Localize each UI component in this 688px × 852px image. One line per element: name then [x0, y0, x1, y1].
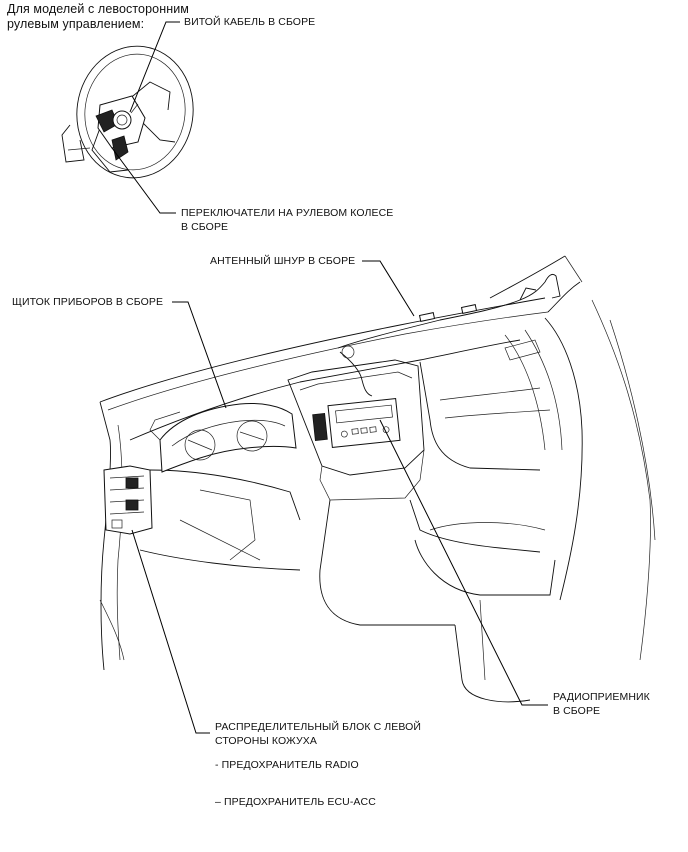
radio-receiver-leader: [379, 419, 548, 706]
label-fuse-ecu-acc: – ПРЕДОХРАНИТЕЛЬ ECU-ACC: [215, 796, 376, 808]
label-radio-receiver-line2: В СБОРЕ: [553, 705, 601, 717]
label-steering-switch-line2: В СБОРЕ: [181, 221, 229, 233]
steering-wheel-illustration: [61, 45, 194, 179]
label-junction-block-line1: РАСПРЕДЕЛИТЕЛЬНЫЙ БЛОК С ЛЕВОЙ: [215, 721, 422, 733]
note-line-1: Для моделей с левосторонним: [7, 2, 189, 16]
spiral-cable-leader: [129, 21, 180, 113]
steering-switch-leader: [111, 147, 176, 214]
dashboard-illustration: [99, 255, 656, 703]
label-steering-switch-line1: ПЕРЕКЛЮЧАТЕЛИ НА РУЛЕВОМ КОЛЕСЕ: [181, 207, 394, 219]
combination-meter-leader: [172, 301, 227, 409]
label-spiral-cable: ВИТОЙ КАБЕЛЬ В СБОРЕ: [184, 16, 316, 28]
label-junction-block-line2: СТОРОНЫ КОЖУХА: [215, 735, 318, 747]
note-line-2: рулевым управлением:: [7, 17, 145, 31]
label-fuse-radio: - ПРЕДОХРАНИТЕЛЬ RADIO: [215, 759, 359, 771]
label-antenna-cord: АНТЕННЫЙ ШНУР В СБОРЕ: [210, 255, 356, 267]
label-radio-receiver-line1: РАДИОПРИЕМНИК: [553, 691, 650, 703]
junction-block-leader: [131, 529, 210, 734]
antenna-cord-leader: [362, 260, 415, 317]
label-combination-meter: ЩИТОК ПРИБОРОВ В СБОРЕ: [12, 296, 164, 308]
